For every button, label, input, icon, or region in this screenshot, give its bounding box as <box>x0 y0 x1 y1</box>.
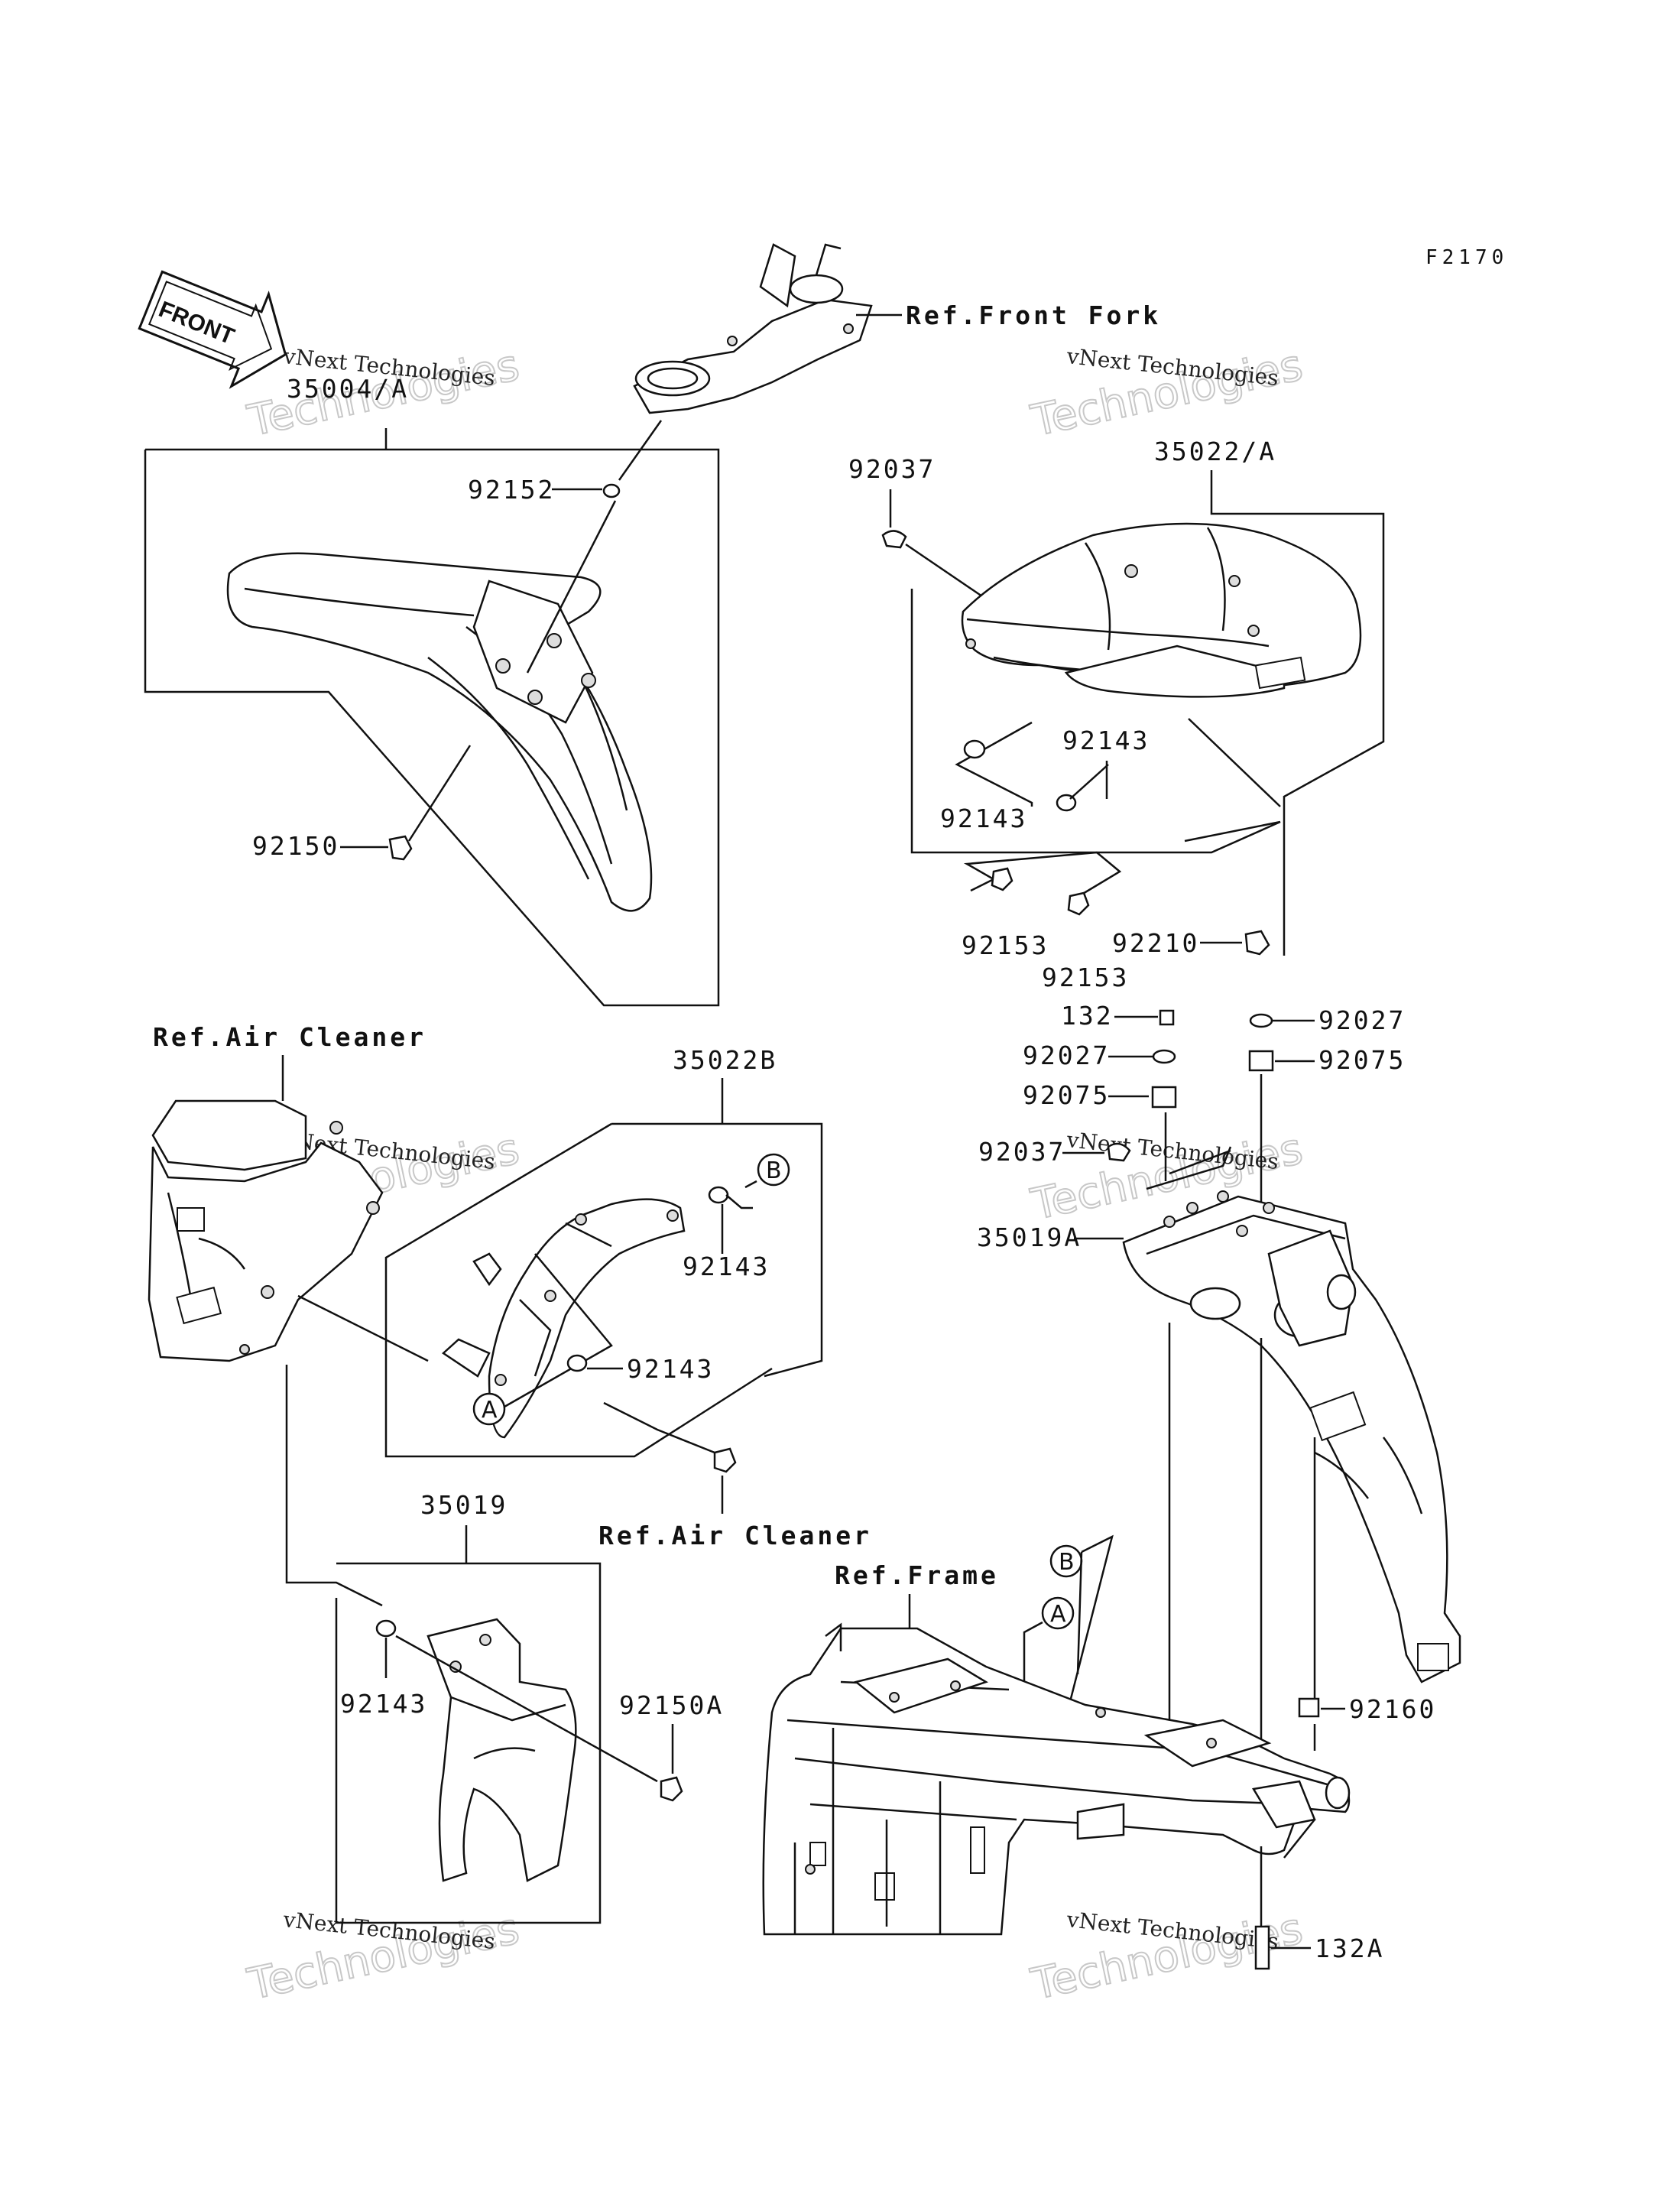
part-132A-group: 132A <box>1254 1846 1384 1970</box>
part-132: 132 <box>1061 1001 1114 1031</box>
damper <box>1248 1050 1274 1072</box>
rear-fender-group: 35022/A 92037 92143 92143 92153 92153 <box>848 437 1385 992</box>
part-92152: 92152 <box>468 475 555 505</box>
part-35019: 35019 <box>420 1490 508 1520</box>
callout-a-label: A <box>482 1397 498 1424</box>
part-92143-r2: 92143 <box>940 804 1027 833</box>
callout-b-label: B <box>1059 1549 1075 1576</box>
callout-a-icon <box>1041 1596 1075 1630</box>
bolt <box>1067 891 1090 916</box>
fender-mount-plate <box>472 580 594 724</box>
rear-bracket-group: 132 92027 92075 92037 35019A 92027 92075 <box>977 1001 1461 1789</box>
diagram-code: F2170 <box>1425 246 1508 269</box>
part-92160-group: 92160 <box>1298 1694 1436 1724</box>
front-fender-group: 35004/A 92152 92150 <box>144 243 1161 1007</box>
callout-b-label: B <box>766 1157 782 1184</box>
bolt <box>1159 1009 1175 1026</box>
part-35022B: 35022B <box>673 1045 777 1075</box>
air-cleaner-lid <box>151 1099 307 1171</box>
bolt <box>1298 1697 1320 1718</box>
damper <box>1151 1086 1177 1109</box>
nut <box>1244 930 1270 956</box>
part-92037-top: 92037 <box>848 454 936 484</box>
part-92143-r1: 92143 <box>1062 726 1150 755</box>
front-fork-bracket <box>633 243 873 414</box>
part-92143-b1: 92143 <box>683 1252 770 1281</box>
part-92153-a: 92153 <box>962 930 1049 960</box>
part-92160: 92160 <box>1349 1694 1436 1724</box>
collar <box>1249 1013 1273 1028</box>
part-92150A: 92150A <box>619 1690 724 1720</box>
flap-35022B <box>488 1198 686 1439</box>
grommet <box>375 1619 397 1638</box>
part-35019A: 35019A <box>977 1222 1082 1252</box>
ref-front-fork: Ref.Front Fork <box>906 300 1161 330</box>
front-arrow-icon: FRONT <box>138 270 287 389</box>
bolt <box>991 867 1014 891</box>
part-92153-b: 92153 <box>1042 963 1129 992</box>
grommet <box>708 1186 729 1204</box>
clip <box>1107 1142 1131 1162</box>
collar <box>1152 1049 1176 1064</box>
part-92027-l: 92027 <box>1023 1041 1110 1070</box>
bolt <box>660 1776 683 1802</box>
ref-air-cleaner-top: Ref.Air Cleaner <box>153 1022 426 1052</box>
ref-air-cleaner-bottom: Ref.Air Cleaner <box>598 1521 872 1550</box>
part-92075-l: 92075 <box>1023 1080 1110 1110</box>
part-132A: 132A <box>1315 1933 1384 1963</box>
air-cleaner-group: Ref.Air Cleaner <box>148 1022 429 1607</box>
part-92143-c: 92143 <box>340 1689 427 1719</box>
part-92037-mid: 92037 <box>978 1137 1065 1167</box>
flap-35022B-group: 35022B B 92143 92143 A Ref.Air Cleaner <box>384 1045 872 1550</box>
rear-fender <box>961 522 1362 690</box>
part-92143-b2: 92143 <box>627 1354 714 1384</box>
part-92150: 92150 <box>252 831 339 861</box>
part-92027-r: 92027 <box>1318 1005 1406 1035</box>
grommet <box>566 1354 588 1372</box>
rear-fender-flap <box>1064 644 1286 698</box>
frame-group: Ref.Frame B A <box>762 1534 1351 1936</box>
callout-a-label: A <box>1050 1601 1066 1628</box>
washer <box>602 483 621 498</box>
callout-b-icon <box>757 1153 790 1187</box>
bolt <box>713 1447 737 1473</box>
mud-guard-35019-group: 35019 92143 92150A <box>335 1490 724 1924</box>
part-92075-r: 92075 <box>1318 1045 1406 1075</box>
air-cleaner-box <box>148 1141 384 1362</box>
part-92210: 92210 <box>1112 928 1199 958</box>
callout-a-icon <box>472 1392 506 1426</box>
bolt <box>1254 1925 1270 1970</box>
clip <box>881 530 907 549</box>
part-35004A: 35004/A <box>287 374 409 404</box>
bolt <box>388 835 413 861</box>
bracket-hole <box>1189 1287 1241 1320</box>
ref-frame: Ref.Frame <box>835 1560 999 1590</box>
part-35022A: 35022/A <box>1154 437 1276 466</box>
